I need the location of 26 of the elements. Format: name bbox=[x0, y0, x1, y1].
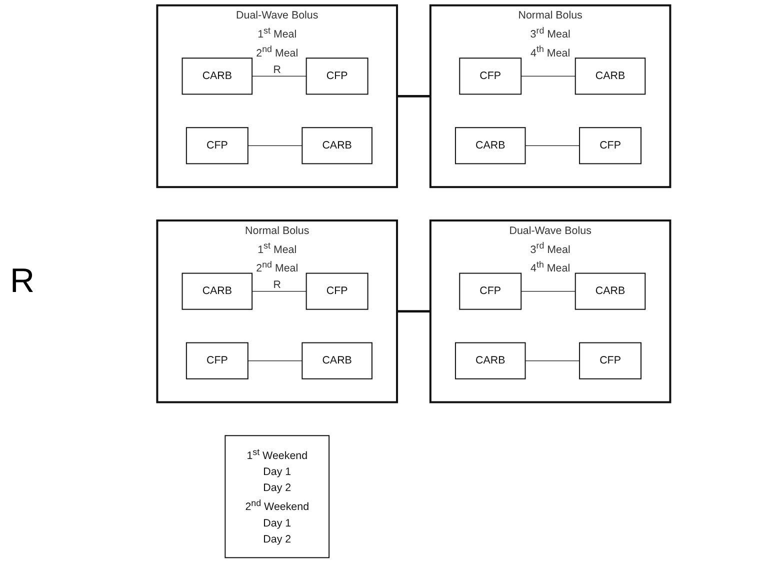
node-box: CFP bbox=[186, 342, 248, 380]
node-box: CFP bbox=[578, 127, 642, 164]
node-box: CARB bbox=[181, 272, 252, 310]
node-box: CARB bbox=[454, 342, 526, 380]
node-box: CFP bbox=[458, 58, 522, 95]
node-box: CARB bbox=[301, 127, 372, 164]
node-box: CFP bbox=[578, 342, 642, 380]
node-box: CARB bbox=[574, 58, 646, 95]
connector bbox=[247, 145, 302, 146]
randomization-label: R bbox=[10, 262, 35, 301]
connector bbox=[251, 290, 306, 292]
node-box: CARB bbox=[574, 272, 646, 310]
node-box: CFP bbox=[305, 272, 368, 310]
connector bbox=[524, 145, 580, 146]
node-box: CARB bbox=[181, 58, 252, 95]
node-box: CFP bbox=[305, 58, 368, 95]
connector bbox=[396, 310, 430, 313]
node-box: CFP bbox=[458, 272, 522, 310]
node-box: 1$^{st}$ Weekend Day 1 Day 2 2$^{nd}$ Weekend Day 1 Day 2 bbox=[224, 435, 330, 558]
connector bbox=[520, 290, 576, 292]
node-box: CFP bbox=[186, 127, 248, 164]
connector bbox=[396, 95, 430, 98]
node-box: CARB bbox=[301, 342, 372, 380]
node-box: CARB bbox=[454, 127, 526, 164]
connector bbox=[524, 360, 580, 362]
connector bbox=[247, 360, 302, 362]
